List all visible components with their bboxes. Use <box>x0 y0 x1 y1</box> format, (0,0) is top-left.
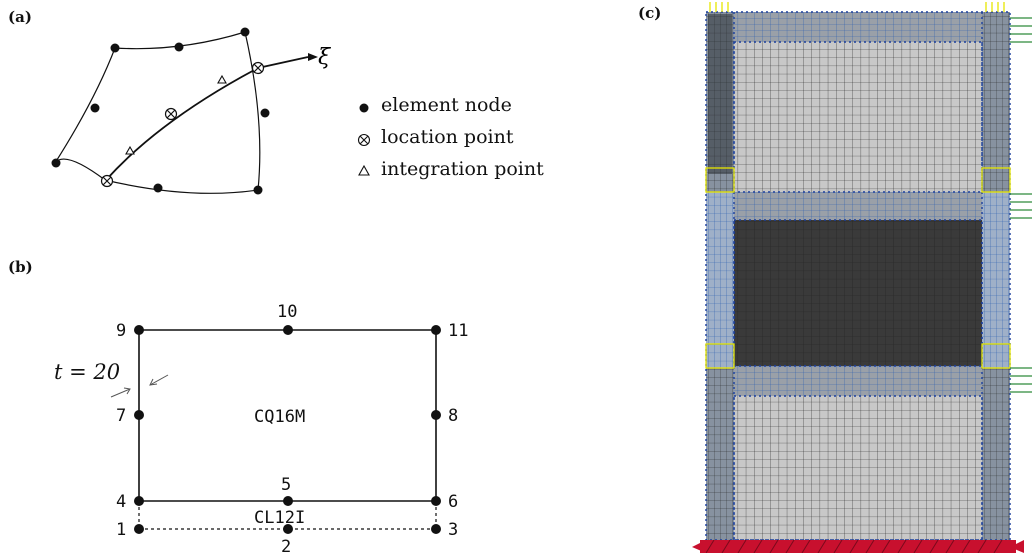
element-node-icon <box>359 103 369 113</box>
xi-label: ξ <box>318 45 332 70</box>
legend-location-point: location point <box>381 126 514 148</box>
node-number-7: 7 <box>116 406 126 426</box>
xi-arrow-head <box>308 53 318 61</box>
right-column-lower <box>982 368 1010 540</box>
upper-infill-panel <box>734 42 982 192</box>
support-left-tip <box>692 540 706 553</box>
panel-label-a: (a) <box>8 8 32 26</box>
finite-element-mesh <box>692 2 1032 553</box>
support-hatching <box>705 539 1003 553</box>
lower-element-name: CL12I <box>254 508 305 528</box>
location-points <box>100 61 265 188</box>
lower-infill-panel <box>734 396 982 540</box>
node-number-6: 6 <box>448 492 458 512</box>
node-number-4: 4 <box>116 492 126 512</box>
element-outline <box>54 31 261 194</box>
node-number-9: 9 <box>116 321 126 341</box>
support-right-tip <box>1010 540 1024 553</box>
element-nodes <box>51 27 270 195</box>
thickness-arrows <box>110 374 169 398</box>
node-number-1: 1 <box>116 520 126 540</box>
left-column-lower <box>706 368 734 540</box>
support-base <box>700 540 1016 553</box>
node-number-10: 10 <box>277 302 297 322</box>
yellow-markers <box>705 2 1011 369</box>
node-number-2: 2 <box>281 537 291 553</box>
right-column-upper <box>982 12 1010 192</box>
upper-element-name: CQ16M <box>254 407 305 427</box>
middle-beam-upper <box>734 192 982 220</box>
interface-lines <box>705 11 1011 541</box>
legend-integration-point: integration point <box>381 158 544 180</box>
node-number-3: 3 <box>448 520 458 540</box>
opening-region <box>734 220 982 366</box>
thickness-label: t = 20 <box>54 360 120 384</box>
left-column-upper-dark <box>708 14 732 174</box>
left-column-middle <box>706 192 734 368</box>
top-beam <box>734 12 982 42</box>
right-column-middle <box>982 192 1010 368</box>
node-number-8: 8 <box>448 406 458 426</box>
location-point-icon <box>357 133 371 147</box>
green-load-arrows <box>1010 17 1032 393</box>
legend-element-node: element node <box>381 94 512 116</box>
curved-element-diagram: ξ <box>51 27 332 195</box>
xi-coordinate-curve <box>105 56 309 181</box>
node-number-11: 11 <box>448 321 468 341</box>
panel-label-c: (c) <box>638 4 662 22</box>
configuration-nodes <box>134 325 441 534</box>
node-number-5: 5 <box>281 475 291 495</box>
element-configuration-diagram: 1 2 3 4 5 6 7 8 9 10 11 CQ16M CL12I t = … <box>54 302 468 553</box>
middle-beam-lower <box>734 366 982 396</box>
integration-point-icon <box>358 164 370 176</box>
integration-points <box>125 74 227 155</box>
panel-label-b: (b) <box>8 258 33 276</box>
